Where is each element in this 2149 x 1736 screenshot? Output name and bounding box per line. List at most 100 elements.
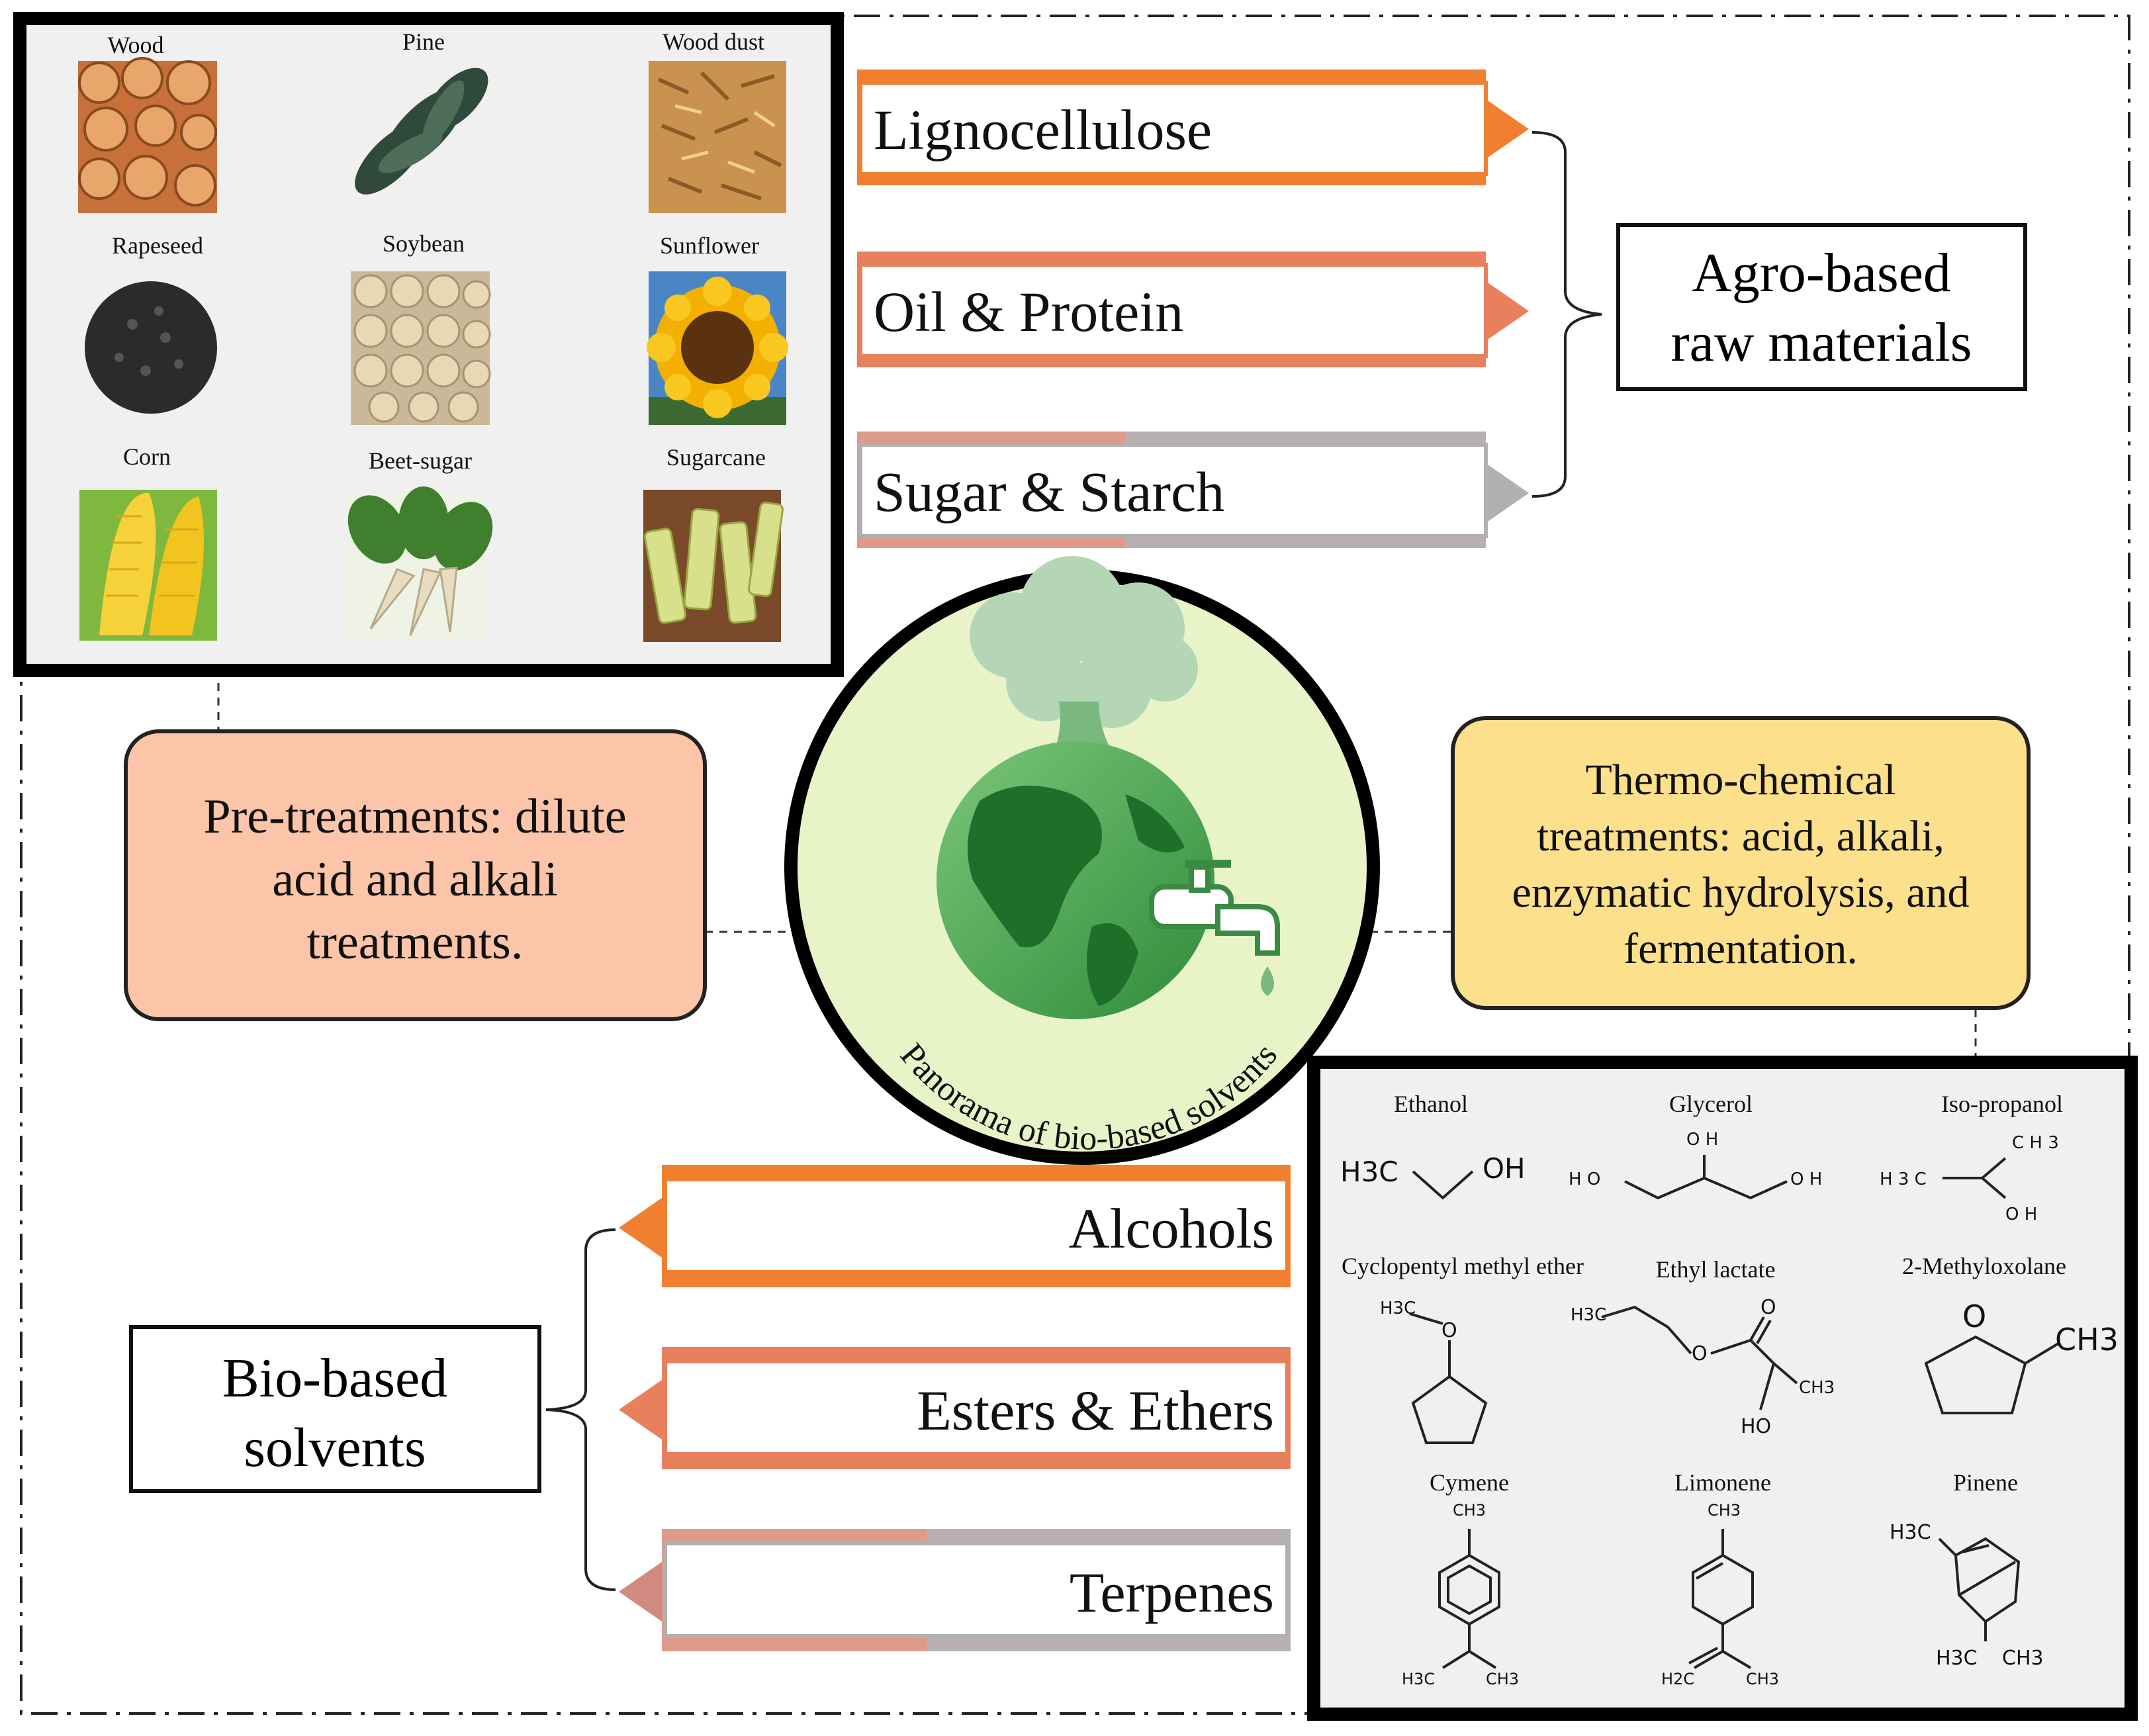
glycerol-oh-top: O H <box>1686 1130 1718 1150</box>
ethyl-lactate-o-ester: O <box>1692 1342 1708 1365</box>
tree-cloud-icon <box>970 556 1198 781</box>
cpme-o: O <box>1441 1319 1457 1342</box>
pinene-h3c-bottom: H3C <box>1936 1647 1978 1670</box>
raw-label-pine: Pine <box>402 28 445 55</box>
cymene-ch3-top: CH3 <box>1453 1501 1486 1520</box>
ethyl-lactate-h3c: H3C <box>1571 1305 1606 1325</box>
feedstock-label-sugar-starch: Sugar & Starch <box>874 460 1224 524</box>
ethyl-lactate-o-carbonyl: O <box>1760 1296 1776 1319</box>
molecule-name-2-methyloxolane: 2-Methyloxolane <box>1902 1253 2066 1279</box>
isopropanol-ch3: C H 3 <box>2012 1133 2059 1153</box>
glycerol-oh-right: O H <box>1790 1169 1822 1189</box>
solvent-label-terpenes: Terpenes <box>1070 1561 1274 1624</box>
thermo-line2: treatments: acid, alkali, <box>1537 812 1944 860</box>
raw-label-sugarcane: Sugarcane <box>666 444 766 471</box>
ethyl-lactate-backbone <box>1710 1338 1798 1385</box>
raw-materials-panel: Wood Pine Wood dust Rapeseed Soybean Sun… <box>13 12 844 677</box>
sugarcane-image <box>643 490 784 642</box>
isopropanol-oh: O H <box>2005 1205 2037 1224</box>
agro-based-box: Agro-based raw materials <box>1616 223 2027 391</box>
bio-based-box: Bio-based solvents <box>129 1325 541 1493</box>
ethanol-oh: OH <box>1483 1152 1526 1185</box>
methyloxolane-methyl-bond <box>2024 1342 2060 1365</box>
molecule-name-ethyl-lactate: Ethyl lactate <box>1656 1256 1776 1283</box>
outer-frame <box>20 15 2130 1715</box>
limonene-h2c: H2C <box>1661 1670 1694 1688</box>
feedstock-banner-oil-protein <box>857 251 1529 367</box>
raw-label-sunflower: Sunflower <box>660 232 759 259</box>
solvent-brace <box>545 1228 616 1591</box>
ethyl-lactate-carbonyl-2 <box>1756 1320 1772 1344</box>
thermo-box: Thermo-chemical treatments: acid, alkali… <box>1451 716 2031 1010</box>
solvent-label-esters-ethers: Esters & Ethers <box>917 1379 1274 1442</box>
methyloxolane-ring <box>1924 1335 2027 1414</box>
ethyl-lactate-carbonyl <box>1749 1316 1765 1341</box>
methyloxolane-ch3: CH3 <box>2055 1322 2119 1357</box>
solvent-banner-terpenes <box>619 1529 1291 1651</box>
raw-label-rapeseed: Rapeseed <box>112 232 203 259</box>
ethyl-lactate-chain <box>1601 1305 1692 1355</box>
water-drop-icon <box>1261 966 1274 996</box>
glycerol-ho: H O <box>1569 1169 1600 1189</box>
pretreatment-box: Pre-treatments: dilute acid and alkali t… <box>124 729 707 1021</box>
methyloxolane-o: O <box>1962 1299 1986 1334</box>
pinene-bridge <box>1958 1561 2017 1596</box>
ethyl-lactate-oh-bond <box>1759 1363 1775 1410</box>
raw-label-beet-sugar: Beet-sugar <box>369 447 472 474</box>
solvent-label-alcohols: Alcohols <box>1068 1197 1274 1260</box>
globe-icon <box>937 741 1214 1019</box>
cymene-ring-inner <box>1447 1564 1492 1616</box>
beet-sugar-image <box>347 486 493 642</box>
feedstock-banner-sugar-starch <box>857 432 1529 548</box>
pretreatment-line3: treatments. <box>307 915 524 970</box>
molecule-name-ethanol: Ethanol <box>1394 1091 1468 1117</box>
wood-image <box>78 57 217 213</box>
limonene-isopropenyl-2 <box>1721 1650 1752 1669</box>
cymene-ch3-right: CH3 <box>1486 1670 1519 1688</box>
pretreatment-line2: acid and alkali <box>272 852 557 907</box>
sunflower-image <box>647 271 788 425</box>
cymene-isopropyl-2 <box>1468 1650 1497 1669</box>
raw-label-soybean: Soybean <box>383 230 465 257</box>
thermo-line4: fermentation. <box>1623 925 1858 973</box>
center-emblem: Panorama of bio-based solvents <box>784 556 1380 1165</box>
soybean-image <box>351 271 491 425</box>
rapeseed-image <box>85 281 217 414</box>
bio-box-line1: Bio-based <box>222 1348 448 1409</box>
ethanol-h3c: H3C <box>1340 1156 1398 1188</box>
molecule-name-pinene: Pinene <box>1953 1469 2018 1496</box>
wood-dust-image <box>649 61 786 213</box>
limonene-double-bond <box>1696 1562 1723 1580</box>
feedstock-brace <box>1532 131 1602 498</box>
feedstock-label-oil-protein: Oil & Protein <box>874 280 1183 343</box>
agro-box-line1: Agro-based <box>1692 242 1951 304</box>
solvent-banner-alcohols <box>619 1165 1291 1287</box>
limonene-ch3-top: CH3 <box>1708 1501 1741 1520</box>
isopropanol-h3c: H 3 C <box>1880 1169 1927 1189</box>
ethyl-lactate-ch3: CH3 <box>1799 1378 1835 1398</box>
molecules-panel: Ethanol Glycerol Iso-propanol Cyclopenty… <box>1307 1056 2138 1721</box>
pinene-double-bond <box>1962 1544 1989 1553</box>
feedstock-banner-lignocellulose <box>857 69 1529 185</box>
molecule-name-limonene: Limonene <box>1674 1469 1771 1496</box>
pinene-methyl-bond <box>1938 1537 1957 1557</box>
pretreatment-line1: Pre-treatments: dilute <box>203 790 626 844</box>
limonene-ch3-right: CH3 <box>1746 1670 1779 1688</box>
limonene-isopropenyl-double <box>1688 1647 1718 1665</box>
agro-box-line2: raw materials <box>1671 312 1972 373</box>
faucet-icon <box>1149 860 1280 956</box>
feedstock-label-lignocellulose: Lignocellulose <box>874 98 1212 161</box>
molecule-name-glycerol: Glycerol <box>1669 1091 1753 1117</box>
ethyl-lactate-ho: HO <box>1741 1415 1771 1438</box>
corn-image <box>79 490 217 641</box>
cpme-h3c: H3C <box>1380 1299 1416 1318</box>
isopropanol-oh-bond <box>1981 1177 2007 1199</box>
thermo-line3: enzymatic hydrolysis, and <box>1512 868 1969 917</box>
molecule-name-cpme: Cyclopentyl methyl ether <box>1342 1253 1584 1279</box>
molecule-name-cymene: Cymene <box>1430 1469 1509 1496</box>
pinene-ch3-bottom: CH3 <box>2002 1647 2044 1670</box>
solvent-banner-esters-ethers <box>619 1347 1291 1469</box>
ethanol-structure <box>1412 1170 1474 1200</box>
thermo-line1: Thermo-chemical <box>1585 756 1896 804</box>
